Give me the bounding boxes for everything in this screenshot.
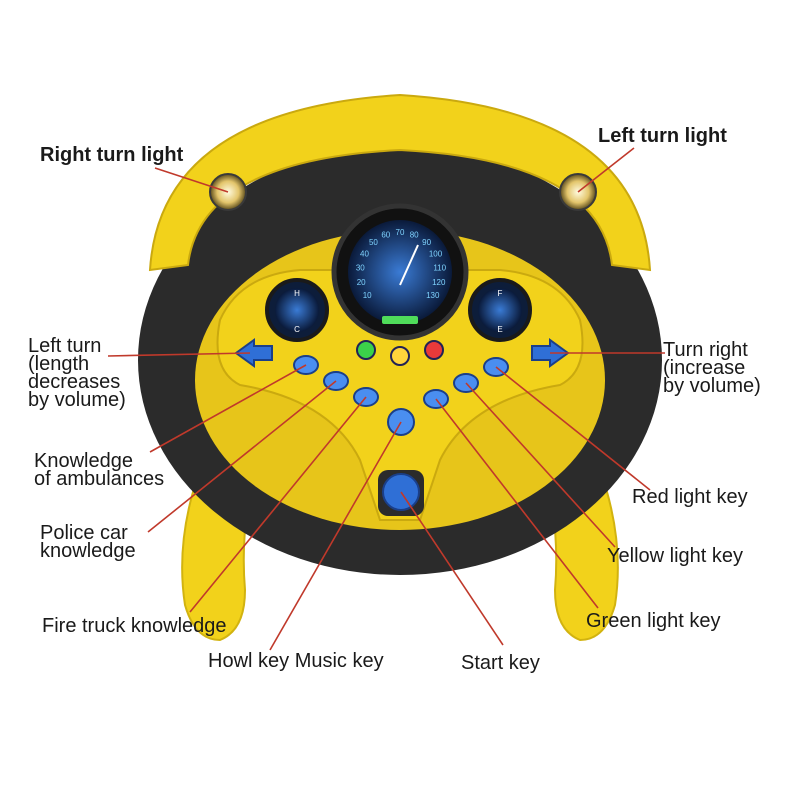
police-label-line-1: Police car bbox=[40, 522, 128, 544]
leader-howl-music bbox=[269, 421, 402, 651]
green-light bbox=[356, 340, 376, 360]
leader-left-turn bbox=[107, 352, 251, 357]
speedometer-tick-label: 70 bbox=[396, 228, 405, 237]
left-turn-label-line-1: Left turn bbox=[28, 335, 102, 357]
speedometer-tick-label: 20 bbox=[357, 278, 366, 287]
speedometer-tick-label: 30 bbox=[356, 263, 365, 272]
yellow-light-key-label: Yellow light key bbox=[607, 545, 744, 567]
ambulance-label: Knowledge of ambulances bbox=[34, 450, 165, 490]
ambulance-label-line-1: Knowledge bbox=[34, 450, 133, 472]
leader-start-key bbox=[400, 491, 504, 646]
police-label: Police car knowledge bbox=[40, 522, 136, 562]
speedometer-display bbox=[382, 316, 418, 324]
left-turn-arrow-button[interactable] bbox=[234, 338, 273, 368]
leader-yellow-light bbox=[465, 382, 616, 548]
howl-music-label: Howl key Music key bbox=[208, 650, 384, 672]
turn-right-label-line-3: by volume) bbox=[663, 375, 761, 397]
left-turn-label-line-4: by volume) bbox=[28, 389, 126, 411]
fire-truck-label: Fire truck knowledge bbox=[42, 615, 227, 637]
speedometer-tick-label: 130 bbox=[426, 291, 440, 300]
small-dial-letter: E bbox=[497, 325, 502, 334]
wheel-top-arc bbox=[148, 93, 652, 272]
turn-right-label-line-1: Turn right bbox=[663, 339, 748, 361]
speedometer-tick-label: 60 bbox=[381, 231, 390, 240]
leader-ambulance bbox=[149, 364, 307, 453]
small-dial-letter: H bbox=[294, 289, 300, 298]
red-light bbox=[424, 340, 444, 360]
speedometer-needle bbox=[399, 244, 419, 286]
left-turn-light-label: Left turn light bbox=[598, 125, 727, 147]
speedometer-tick-label: 40 bbox=[360, 250, 369, 259]
turn-right-label-line-2: (increase bbox=[663, 357, 746, 379]
speedometer-tick-label: 50 bbox=[369, 238, 378, 247]
right-small-dial-face bbox=[478, 288, 522, 332]
left-turn-label-line-2: (length bbox=[28, 353, 90, 375]
left-turn-label: Left turn (length decreases by volume) bbox=[28, 335, 126, 411]
leader-fire-truck bbox=[189, 396, 367, 613]
leader-red-light bbox=[495, 366, 651, 491]
left-turn-label-line-3: decreases bbox=[28, 371, 121, 393]
turn-right-label: Turn right (increase by volume) bbox=[663, 339, 761, 397]
ambulance-label-line-2: of ambulances bbox=[34, 468, 165, 490]
leader-green-light bbox=[435, 398, 599, 609]
speedometer-tick-label: 100 bbox=[429, 250, 443, 259]
police-label-line-2: knowledge bbox=[40, 540, 136, 562]
small-dial-letter: C bbox=[294, 325, 300, 334]
speedometer-tick-label: 80 bbox=[410, 231, 419, 240]
speedometer-tick-label: 110 bbox=[433, 263, 446, 272]
small-dial-letter: F bbox=[498, 289, 503, 298]
leader-left-turn-light bbox=[577, 147, 635, 193]
red-light-key-label: Red light key bbox=[632, 486, 748, 508]
left-small-dial-face bbox=[275, 288, 319, 332]
speedometer-tick-label: 120 bbox=[432, 278, 446, 287]
leader-right-turn-light bbox=[154, 167, 229, 193]
right-turn-light-label: Right turn light bbox=[40, 144, 184, 166]
start-key-label: Start key bbox=[461, 652, 540, 674]
speedometer-tick-label: 90 bbox=[422, 238, 431, 247]
leader-police bbox=[147, 380, 337, 533]
speedometer-face bbox=[348, 220, 452, 324]
leader-lines bbox=[107, 147, 665, 651]
yellow-light bbox=[390, 346, 410, 366]
speedometer-tick-label: 10 bbox=[363, 291, 372, 300]
green-light-key-label: Green light key bbox=[586, 610, 721, 632]
